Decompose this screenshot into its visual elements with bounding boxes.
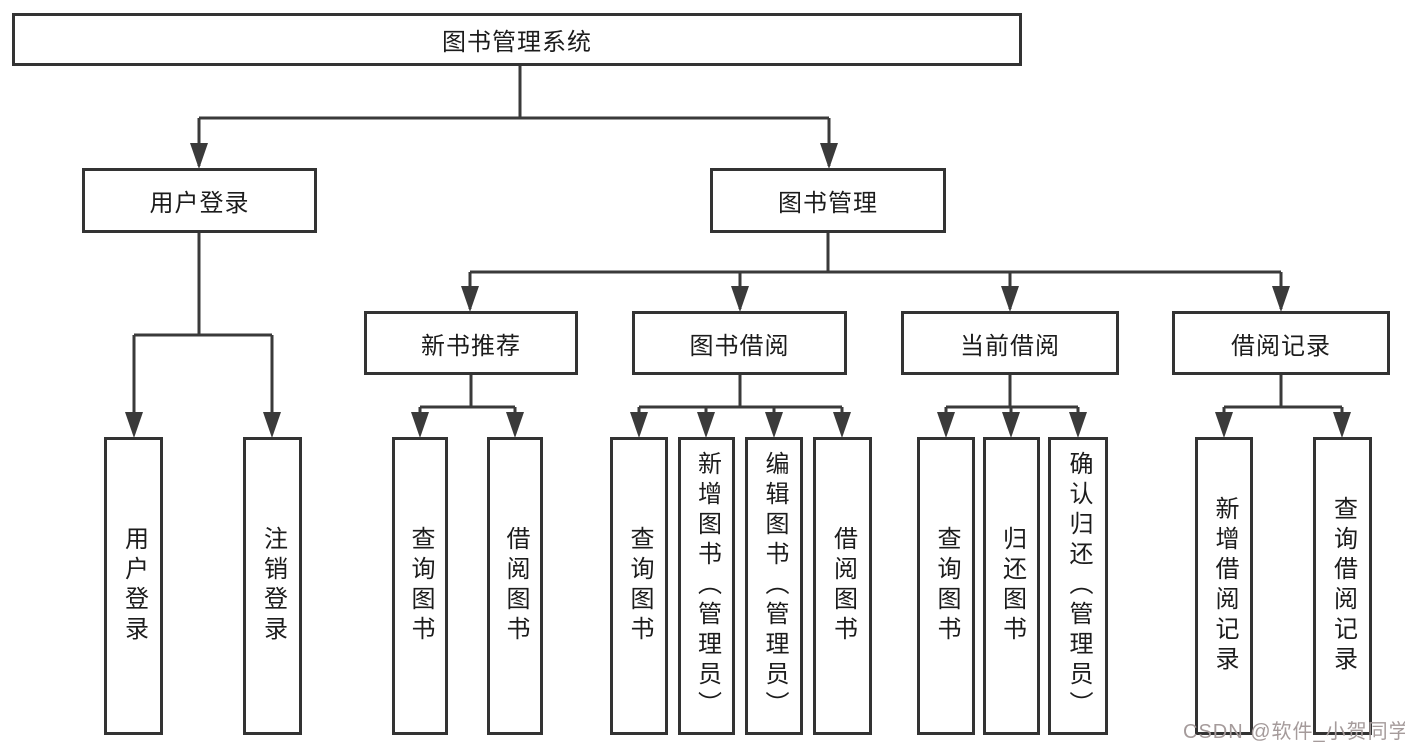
node-root-label: 图书管理系统 xyxy=(442,29,592,56)
arrowhead xyxy=(1069,412,1087,438)
node-current-borrowing-label: 当前借阅 xyxy=(960,332,1060,360)
leaf-nbr-borrow-books: 借阅图书 xyxy=(487,437,543,735)
node-book-borrowing-label: 图书借阅 xyxy=(689,332,790,360)
arrowhead xyxy=(1001,286,1019,312)
leaf-bb-borrow-books-label: 借阅图书 xyxy=(829,526,857,646)
leaf-cb-confirm-return-label: 确认归还（管理员） xyxy=(1065,451,1092,721)
arrowhead xyxy=(125,412,143,438)
leaf-br-add-record: 新增借阅记录 xyxy=(1195,437,1253,735)
arrowhead xyxy=(937,412,955,438)
leaf-user-login-label: 用户登录 xyxy=(120,526,148,646)
leaf-cb-query-books-label: 查询图书 xyxy=(933,526,960,646)
node-current-borrowing: 当前借阅 xyxy=(901,311,1119,375)
leaf-user-login: 用户登录 xyxy=(104,437,163,735)
node-new-book-recommend-label: 新书推荐 xyxy=(421,332,521,360)
leaf-br-query-record-label: 查询借阅记录 xyxy=(1329,496,1357,676)
arrowhead xyxy=(1002,412,1020,438)
leaf-bb-add-books: 新增图书（管理员） xyxy=(678,437,735,735)
leaf-br-query-record: 查询借阅记录 xyxy=(1313,437,1372,735)
arrowhead xyxy=(630,412,648,438)
node-book-management: 图书管理 xyxy=(710,168,946,233)
connector-current-borrowing-to-leaves xyxy=(937,375,1087,438)
leaf-bb-add-books-label: 新增图书（管理员） xyxy=(693,451,721,721)
node-new-book-recommend: 新书推荐 xyxy=(364,311,578,375)
arrowhead xyxy=(820,143,838,169)
arrowhead xyxy=(765,412,783,438)
node-user-login: 用户登录 xyxy=(82,168,317,233)
arrowhead xyxy=(833,412,851,438)
arrowhead xyxy=(263,412,281,438)
connector-root-to-level2 xyxy=(190,66,838,169)
leaf-nbr-query-books-label: 查询图书 xyxy=(407,526,434,646)
node-borrowing-records-label: 借阅记录 xyxy=(1231,332,1331,360)
leaf-nbr-borrow-books-label: 借阅图书 xyxy=(502,526,529,646)
leaf-bb-borrow-books: 借阅图书 xyxy=(813,437,872,735)
arrowhead xyxy=(731,286,749,312)
arrowhead xyxy=(1215,412,1233,438)
node-book-borrowing: 图书借阅 xyxy=(632,311,847,375)
leaf-logout: 注销登录 xyxy=(243,437,302,735)
leaf-cb-confirm-return: 确认归还（管理员） xyxy=(1048,437,1108,735)
node-root: 图书管理系统 xyxy=(12,13,1022,66)
leaf-bb-query-books: 查询图书 xyxy=(610,437,668,735)
connector-borrowing-records-to-leaves xyxy=(1215,375,1351,438)
leaf-br-add-record-label: 新增借阅记录 xyxy=(1211,496,1238,676)
leaf-logout-label: 注销登录 xyxy=(259,526,287,646)
arrowhead xyxy=(411,412,429,438)
arrowhead xyxy=(190,143,208,169)
leaf-cb-return-books-label: 归还图书 xyxy=(998,526,1026,646)
leaf-nbr-query-books: 查询图书 xyxy=(392,437,448,735)
node-borrowing-records: 借阅记录 xyxy=(1172,311,1390,375)
node-user-login-label: 用户登录 xyxy=(149,190,250,217)
leaf-cb-return-books: 归还图书 xyxy=(983,437,1040,735)
connector-book-borrowing-to-leaves xyxy=(630,375,851,438)
arrowhead xyxy=(1333,412,1351,438)
leaf-bb-edit-books-label: 编辑图书（管理员） xyxy=(761,451,788,721)
connector-book-management-to-level3 xyxy=(461,233,1290,312)
connector-new-book-recommend-to-leaves xyxy=(411,375,524,438)
arrowhead xyxy=(697,412,715,438)
connector-user-login-to-leaves xyxy=(125,233,281,438)
arrowhead xyxy=(461,286,479,312)
leaf-cb-query-books: 查询图书 xyxy=(917,437,975,735)
csdn-watermark: CSDN @软件_小贺同学 xyxy=(1183,721,1405,743)
arrowhead xyxy=(506,412,524,438)
leaf-bb-query-books-label: 查询图书 xyxy=(626,526,653,646)
arrowhead xyxy=(1272,286,1290,312)
node-book-management-label: 图书管理 xyxy=(778,190,878,217)
leaf-bb-edit-books: 编辑图书（管理员） xyxy=(745,437,803,735)
